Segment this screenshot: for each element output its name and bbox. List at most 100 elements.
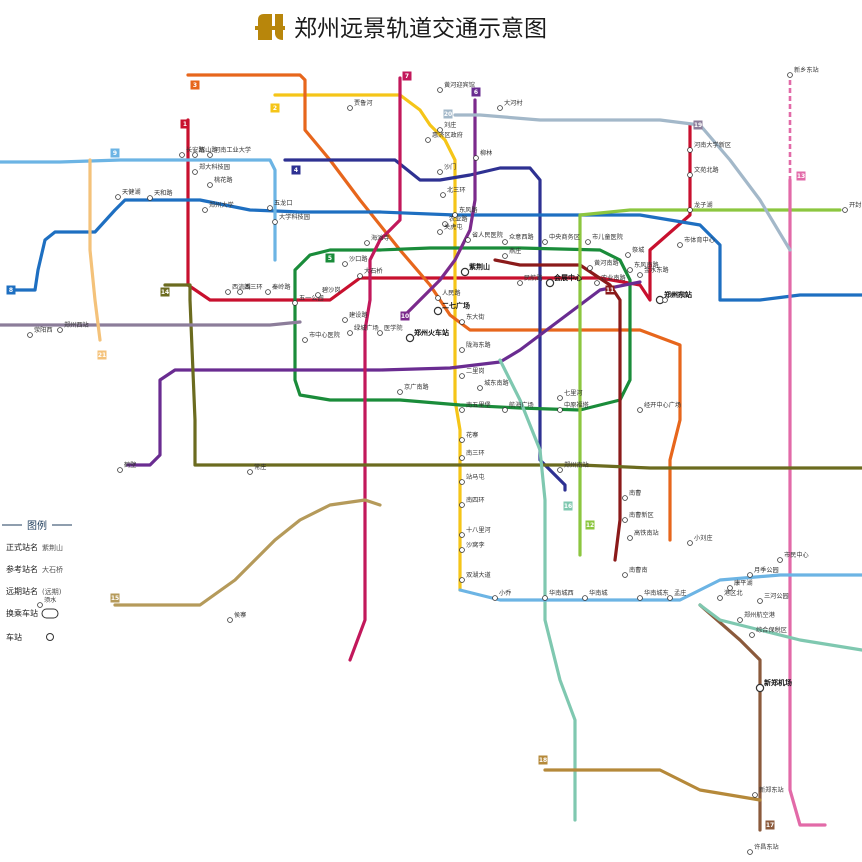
station-marker[interactable]: [442, 221, 448, 227]
station-marker[interactable]: [425, 137, 431, 143]
station-38[interactable]: 沙窝李: [459, 541, 485, 553]
station-marker[interactable]: [192, 152, 198, 158]
station-marker[interactable]: [842, 207, 848, 213]
station-marker[interactable]: [265, 289, 271, 295]
station-marker[interactable]: [757, 598, 763, 604]
line-badge-5[interactable]: 5: [325, 253, 335, 263]
line-badge-8[interactable]: 8: [6, 285, 16, 295]
station-69[interactable]: 郑州大学: [202, 201, 234, 213]
station-36[interactable]: 南四环: [459, 496, 485, 508]
line-4-path[interactable]: [283, 158, 567, 492]
station-64[interactable]: 柳林: [473, 149, 493, 161]
station-61[interactable]: 关虎屯: [437, 223, 463, 235]
station-89[interactable]: 小刘庄: [687, 534, 713, 546]
station-marker[interactable]: [557, 467, 563, 473]
line-14-path[interactable]: [163, 283, 862, 470]
station-marker[interactable]: [147, 195, 153, 201]
station-marker[interactable]: [755, 683, 765, 693]
station-37[interactable]: 十八里河: [459, 526, 491, 538]
station-9[interactable]: 民航路: [517, 274, 544, 286]
line-badge-16[interactable]: 16: [563, 501, 573, 511]
station-43[interactable]: 华南城东: [637, 589, 669, 601]
station-marker[interactable]: [179, 152, 185, 158]
line-badge-15[interactable]: 15: [110, 593, 120, 603]
line-21-path[interactable]: [88, 158, 102, 342]
station-40[interactable]: 小乔: [492, 589, 512, 601]
station-marker[interactable]: [492, 595, 498, 601]
station-marker[interactable]: [347, 330, 353, 336]
station-marker[interactable]: [452, 212, 458, 218]
station-63[interactable]: 沙门: [437, 163, 457, 175]
station-marker[interactable]: [207, 152, 213, 158]
station-22[interactable]: 西流湖: [225, 283, 251, 295]
line-badge-2[interactable]: 2: [270, 103, 280, 113]
station-marker[interactable]: [557, 407, 563, 413]
station-78[interactable]: 中原福塔: [557, 401, 590, 413]
station-marker[interactable]: [667, 595, 673, 601]
station-21[interactable]: 郑大科技园: [192, 163, 230, 175]
station-marker[interactable]: [473, 155, 479, 161]
station-marker[interactable]: [747, 572, 753, 578]
line-badge-19[interactable]: 19: [693, 120, 703, 130]
station-4[interactable]: 郑州火车站: [405, 328, 449, 343]
station-42[interactable]: 华南城: [582, 589, 608, 601]
station-marker[interactable]: [459, 407, 465, 413]
station-74[interactable]: 建设路: [342, 311, 369, 323]
station-marker[interactable]: [459, 347, 465, 353]
station-marker[interactable]: [37, 602, 43, 608]
station-marker[interactable]: [302, 337, 308, 343]
station-30[interactable]: 陇海东路: [459, 341, 492, 353]
station-marker[interactable]: [435, 295, 441, 301]
station-47[interactable]: 综合保税区: [749, 626, 787, 638]
station-29[interactable]: 东大街: [459, 313, 485, 325]
station-87[interactable]: 新郑东站: [752, 786, 784, 798]
station-marker[interactable]: [687, 540, 693, 546]
station-marker[interactable]: [637, 272, 643, 278]
station-81[interactable]: 南曹: [622, 489, 642, 501]
station-marker[interactable]: [440, 192, 446, 198]
station-39[interactable]: 双湖大道: [459, 571, 491, 583]
station-72[interactable]: 天和路: [147, 189, 174, 201]
station-marker[interactable]: [747, 849, 753, 855]
line-badge-6[interactable]: 6: [471, 87, 481, 97]
line-badge-21[interactable]: 21: [97, 350, 107, 360]
line-badge-12[interactable]: 12: [585, 520, 595, 530]
station-marker[interactable]: [752, 792, 758, 798]
station-25[interactable]: 碧沙岗: [315, 286, 341, 298]
station-marker[interactable]: [202, 207, 208, 213]
station-53[interactable]: 海滩寺: [364, 234, 390, 246]
station-marker[interactable]: [477, 385, 483, 391]
line-badge-1[interactable]: 1: [180, 119, 190, 129]
station-marker[interactable]: [459, 437, 465, 443]
station-marker[interactable]: [459, 532, 465, 538]
line-badge-17[interactable]: 17: [765, 820, 775, 830]
station-marker[interactable]: [517, 280, 523, 286]
line-badge-3[interactable]: 3: [190, 80, 200, 90]
station-marker[interactable]: [397, 389, 403, 395]
station-3[interactable]: 北三环: [440, 186, 466, 198]
station-marker[interactable]: [497, 105, 503, 111]
station-28[interactable]: 市中心医院: [302, 331, 340, 343]
station-92[interactable]: 郑州西站: [57, 321, 89, 333]
station-marker[interactable]: [459, 479, 465, 485]
station-marker[interactable]: [437, 169, 443, 175]
station-93[interactable]: 大石桥: [357, 267, 383, 279]
station-65[interactable]: 刘庄: [437, 121, 457, 133]
station-58[interactable]: 祭城: [625, 246, 645, 258]
station-84[interactable]: 郑州南站: [557, 461, 589, 473]
station-55[interactable]: 众意西路: [502, 233, 535, 245]
station-marker[interactable]: [749, 632, 755, 638]
station-marker[interactable]: [542, 595, 548, 601]
line-15-path[interactable]: [113, 498, 382, 607]
line-11-path[interactable]: [493, 258, 622, 562]
station-59[interactable]: 金水东路: [637, 266, 670, 278]
station-marker[interactable]: [627, 267, 633, 273]
station-marker[interactable]: [687, 207, 693, 213]
station-marker[interactable]: [117, 467, 123, 473]
line-20-path[interactable]: [453, 113, 792, 252]
station-23[interactable]: 秦岭路: [265, 283, 292, 295]
station-34[interactable]: 南三环: [459, 449, 485, 461]
station-marker[interactable]: [787, 72, 793, 78]
station-marker[interactable]: [267, 205, 273, 211]
station-68[interactable]: 五龙口: [267, 199, 293, 211]
